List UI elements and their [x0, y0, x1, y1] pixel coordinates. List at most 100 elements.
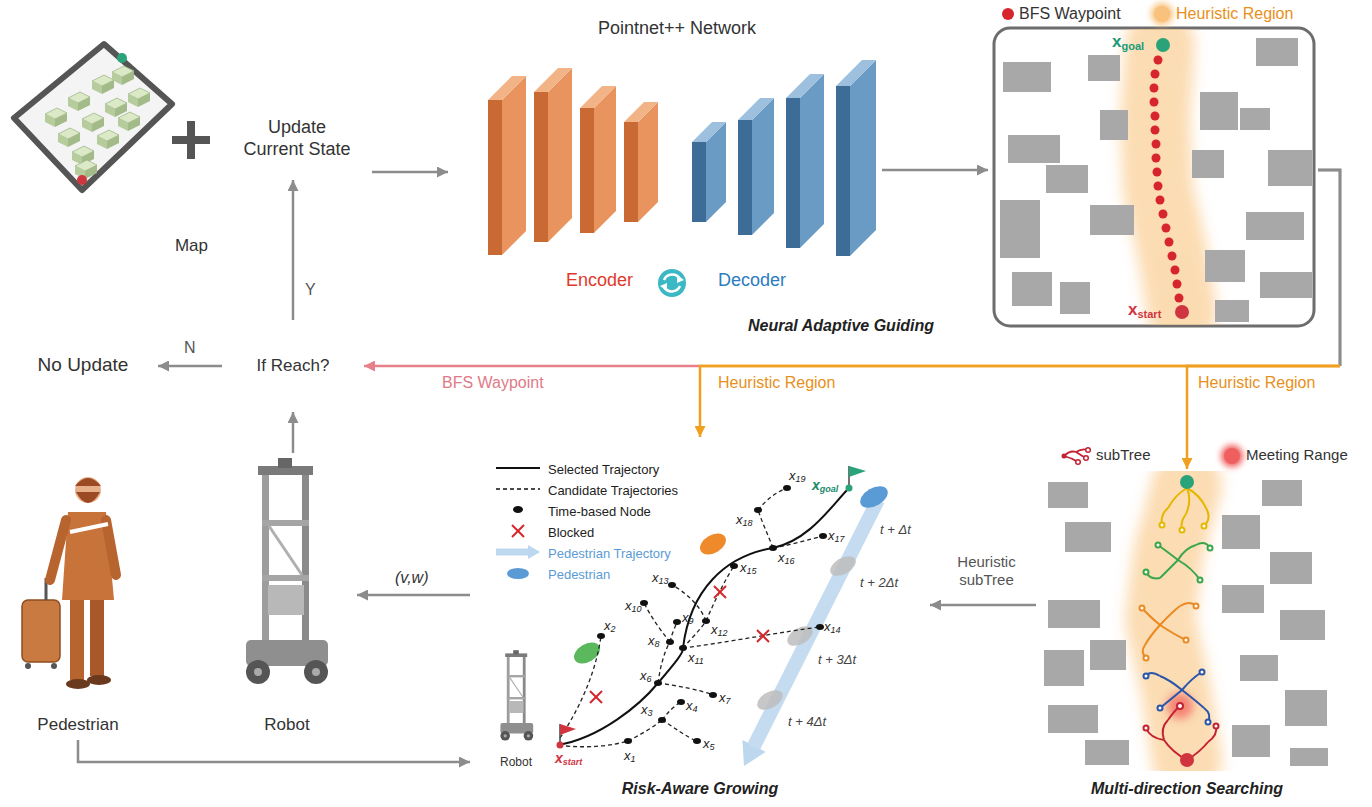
- text-holder: Selected Trajectory: [548, 460, 659, 478]
- edge-label: BFS Waypoint: [440, 373, 546, 392]
- connector-line: [158, 365, 222, 368]
- guide-map-part-part-part: [1256, 38, 1298, 66]
- search-illustration-part-part: [1186, 488, 1189, 514]
- map-illustration-part: [14, 44, 172, 190]
- legend-text: Pedestrian Trajectory: [548, 546, 671, 562]
- label-text: xgoal: [1112, 32, 1144, 56]
- node-shape: [217, 453, 357, 740]
- label-text: x19: [789, 468, 806, 487]
- network-layers-part: [692, 142, 706, 222]
- legend-swatch: [1002, 8, 1014, 20]
- risk-illustration-part-part: [628, 720, 662, 741]
- search-illustration-part-part-part: [1090, 640, 1126, 670]
- network-layers-part: [738, 98, 774, 120]
- risk-illustration-part: [597, 485, 827, 744]
- legend-text: Pedestrian: [548, 567, 610, 583]
- risk-illustration-part-part: [658, 683, 713, 695]
- search-illustration-part-part-part: [1048, 705, 1098, 733]
- text-holder: Map: [8, 236, 375, 256]
- node-text: If Reach?: [257, 356, 330, 376]
- text-holder: x12: [711, 622, 728, 641]
- search-illustration-part-part-part: [1085, 740, 1129, 765]
- network-layers-part: [488, 76, 526, 100]
- legend-text: subTree: [1096, 446, 1150, 464]
- guide-map-part-part-part: [1246, 212, 1304, 240]
- search-illustration-part-part: [1180, 528, 1185, 533]
- guide-map-part-part-part: [1154, 182, 1163, 191]
- text-holder: BFS Waypoint: [440, 373, 546, 392]
- search-illustration-part-part: [1160, 523, 1165, 528]
- module-box: Multi-direction Searching: [1036, 469, 1338, 773]
- text-holder: subTree: [1096, 446, 1150, 464]
- network-layers-part: [658, 269, 686, 297]
- guide-map-part-part-part: [1000, 200, 1040, 258]
- guide-map-part-part-part: [1173, 280, 1182, 289]
- guide-map-part-part-part: [1100, 110, 1128, 140]
- guide-map-part-part-part: [1152, 154, 1161, 163]
- guide-map-part-part: [1000, 38, 1312, 322]
- edge-label: Y: [303, 280, 318, 299]
- text-holder: x2: [604, 618, 616, 637]
- risk-illustration-part: [500, 650, 533, 740]
- risk-illustration-part-part: [590, 691, 602, 703]
- connector: [293, 180, 294, 320]
- risk-illustration-part-part: [670, 622, 677, 642]
- guide-map-part-part-part: [1151, 70, 1160, 79]
- text-holder: Encoder: [566, 270, 633, 292]
- search-illustration-part-part-part: [1048, 600, 1100, 628]
- search-illustration-part-part: [1158, 706, 1163, 711]
- text-holder: Decoder: [718, 270, 786, 292]
- text-holder: Pedestrian: [548, 565, 610, 583]
- legend-tree: [1084, 456, 1089, 461]
- edge-label: Heuristic Region: [1196, 373, 1317, 392]
- label-text: x12: [711, 622, 728, 641]
- pedestrian-figure-part: [51, 663, 57, 669]
- connector: [700, 170, 1340, 437]
- guide-map-part-part-part: [1046, 165, 1088, 193]
- guide-map-part-part-part: [1008, 135, 1060, 163]
- legend-text: Candidate Trajectories: [548, 483, 678, 499]
- risk-illustration-part: [590, 586, 769, 703]
- pedestrian-figure-part: [87, 675, 111, 685]
- search-illustration-part-part: [1206, 720, 1211, 725]
- pedestrian-figure-part: [75, 478, 101, 486]
- pedestrian-figure: [22, 477, 116, 689]
- risk-illustration-part-part: [662, 720, 697, 741]
- network-layers-part: [580, 108, 594, 233]
- search-illustration-part: [1180, 475, 1194, 489]
- search-illustration-part-part: [1200, 670, 1205, 675]
- text-holder: BFS Waypoint: [1019, 4, 1121, 23]
- risk-illustration-part-part: [706, 566, 734, 621]
- label-text: xstart: [555, 750, 582, 770]
- legend-cross: [512, 525, 524, 537]
- risk-illustration-part-part: [683, 627, 820, 648]
- connector-line: [700, 366, 1340, 437]
- risk-illustration-part: [857, 482, 892, 513]
- text-holder: Candidate Trajectories: [548, 481, 678, 499]
- risk-illustration-part-part: [769, 545, 777, 551]
- connector-line: [292, 180, 295, 320]
- node-text: No Update: [38, 354, 129, 377]
- map-illustration-part: [77, 175, 87, 185]
- text-holder: t + Δt: [880, 520, 911, 538]
- search-illustration-part-part-part: [1222, 585, 1264, 613]
- label-text: x11: [688, 650, 704, 669]
- text-holder: x9: [682, 610, 694, 629]
- text-holder: x18: [736, 512, 753, 531]
- connector: [364, 170, 1340, 366]
- agent-panel: Robot: [217, 453, 357, 740]
- text-holder: xstart: [555, 750, 582, 770]
- risk-illustration-part-part: [757, 630, 769, 642]
- text-holder: Update Current State: [222, 97, 372, 180]
- text-holder: Pedestrian Trajectory: [548, 544, 671, 562]
- search-illustration-part: [1180, 753, 1194, 767]
- search-illustration-part: [1144, 670, 1211, 725]
- search-illustration-part: [1167, 693, 1193, 719]
- text-holder: x5: [703, 736, 715, 755]
- node-text: Robot: [264, 715, 309, 735]
- network-layers-part: [800, 74, 824, 248]
- pedestrian-figure-part: [90, 596, 104, 676]
- network-layers-part: [752, 98, 774, 235]
